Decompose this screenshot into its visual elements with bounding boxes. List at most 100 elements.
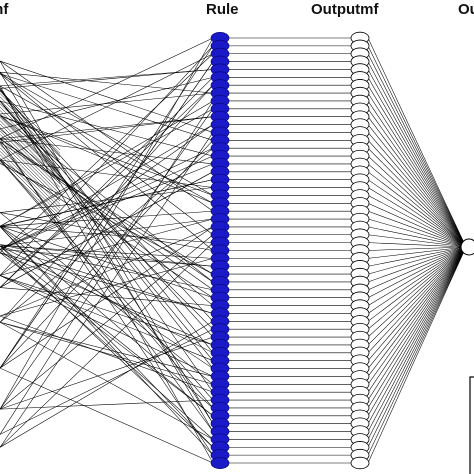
outputmf-output-line-0 bbox=[367, 37, 467, 248]
outputmf-output-line-3 bbox=[367, 61, 467, 248]
inputmf-rule-line-113 bbox=[0, 100, 61, 161]
outputmf-output-line-23 bbox=[367, 218, 467, 248]
inputmf-rule-line-123 bbox=[0, 134, 61, 195]
inputmf-rule-line-46 bbox=[0, 218, 214, 276]
inputmf-layer-label: mf bbox=[0, 1, 9, 18]
outputmf-output-line-12 bbox=[367, 132, 467, 248]
outputmf-output-line-2 bbox=[367, 53, 467, 248]
outputmf-output-line-46 bbox=[367, 246, 467, 401]
inputmf-rule-line-51 bbox=[0, 71, 214, 235]
inputmf-rule-line-63 bbox=[0, 115, 214, 283]
inputmf-rule-line-26 bbox=[0, 73, 214, 141]
outputmf-output-line-6 bbox=[367, 85, 467, 248]
outputmf-output-line-38 bbox=[367, 246, 467, 338]
outputmf-output-line-13 bbox=[367, 140, 467, 248]
outputmf-output-line-1 bbox=[367, 45, 467, 248]
inputmf-connections bbox=[0, 37, 214, 464]
inputmf-rule-line-129 bbox=[0, 154, 61, 215]
inputmf-rule-line-9 bbox=[0, 69, 214, 87]
inputmf-rule-line-49 bbox=[0, 226, 214, 317]
inputmf-rule-line-92 bbox=[0, 399, 214, 410]
inputmf-rule-line-25 bbox=[0, 60, 214, 133]
inputmf-rule-line-86 bbox=[0, 321, 214, 377]
inputmf-rule-line-124 bbox=[0, 137, 61, 198]
inputmf-rule-line-117 bbox=[0, 113, 61, 174]
inputmf-rule-line-60 bbox=[0, 142, 214, 275]
inputmf-rule-line-80 bbox=[0, 88, 214, 353]
outputmf-output-line-48 bbox=[367, 246, 467, 416]
inputmf-rule-line-13 bbox=[0, 85, 214, 288]
inputmf-rule-line-130 bbox=[0, 157, 61, 219]
outputmf-output-line-31 bbox=[367, 246, 467, 283]
inputmf-rule-line-38 bbox=[0, 187, 214, 213]
inputmf-rule-line-10 bbox=[0, 77, 214, 288]
inputmf-rule-line-102 bbox=[0, 321, 214, 440]
outputmf-output-line-10 bbox=[367, 116, 467, 248]
inputmf-rule-line-15 bbox=[0, 71, 214, 94]
outputmf-output-line-49 bbox=[367, 246, 467, 424]
inputmf-rule-line-98 bbox=[0, 60, 214, 424]
inputmf-rule-line-109 bbox=[0, 85, 214, 464]
outputmf-output-line-32 bbox=[367, 246, 467, 291]
inputmf-rule-line-0 bbox=[0, 37, 214, 139]
rule-layer-label: Rule bbox=[206, 1, 239, 18]
inputmf-rule-line-42 bbox=[0, 85, 214, 204]
outputmf-output-line-30 bbox=[367, 246, 467, 275]
outputmf-output-line-11 bbox=[367, 124, 467, 248]
outputmf-output-line-19 bbox=[367, 187, 467, 248]
inputmf-rule-line-43 bbox=[0, 115, 214, 204]
legend-box bbox=[469, 376, 474, 474]
inputmf-rule-line-37 bbox=[0, 179, 214, 227]
outputmf-output-line-43 bbox=[367, 246, 467, 377]
inputmf-rule-line-128 bbox=[0, 151, 61, 212]
inputmf-rule-line-8 bbox=[0, 69, 214, 89]
inputmf-rule-line-41 bbox=[0, 73, 214, 196]
outputmf-output-line-53 bbox=[367, 246, 467, 456]
rule-nodes bbox=[210, 32, 230, 469]
outputmf-output-line-5 bbox=[367, 77, 467, 248]
inputmf-rule-line-125 bbox=[0, 140, 61, 202]
outputmf-output-line-28 bbox=[367, 246, 467, 259]
outputmf-output-line-26 bbox=[367, 242, 467, 248]
inputmf-rule-line-77 bbox=[0, 100, 214, 338]
inputmf-rule-line-12 bbox=[0, 85, 214, 323]
inputmf-rule-line-84 bbox=[0, 100, 214, 369]
inputmf-rule-line-104 bbox=[0, 245, 214, 448]
inputmf-rule-line-99 bbox=[0, 88, 214, 424]
outputmf-output-line-45 bbox=[367, 246, 467, 393]
outputmf-output-line-21 bbox=[367, 203, 467, 248]
inputmf-rule-line-11 bbox=[0, 77, 214, 130]
inputmf-rule-line-16 bbox=[0, 100, 214, 227]
inputmf-rule-line-24 bbox=[0, 132, 214, 448]
inputmf-rule-line-110 bbox=[0, 89, 61, 151]
output-node bbox=[460, 238, 474, 256]
inputmf-rule-line-108 bbox=[0, 367, 214, 464]
outputmf-output-line-47 bbox=[367, 246, 467, 409]
inputmf-rule-line-3 bbox=[0, 45, 214, 369]
inputmf-rule-line-81 bbox=[0, 245, 214, 354]
inputmf-rule-line-103 bbox=[0, 249, 214, 440]
outputmf-output-line-39 bbox=[367, 246, 467, 346]
outputmf-output-line-22 bbox=[367, 210, 467, 248]
outputmf-output-line-33 bbox=[367, 246, 467, 298]
outputmf-node bbox=[350, 456, 370, 470]
outputmf-output-line-8 bbox=[367, 100, 467, 248]
rule-outputmf-connections bbox=[220, 37, 360, 464]
inputmf-rule-line-131 bbox=[0, 161, 61, 222]
outputmf-output-line-29 bbox=[367, 246, 467, 267]
inputmf-rule-line-88 bbox=[0, 212, 214, 385]
inputmf-rule-line-120 bbox=[0, 123, 61, 185]
inputmf-rule-line-17 bbox=[0, 100, 214, 435]
inputmf-rule-line-50 bbox=[0, 234, 214, 410]
outputmf-nodes bbox=[350, 31, 370, 470]
outputmf-output-line-40 bbox=[367, 246, 467, 354]
outputmf-output-line-20 bbox=[367, 195, 467, 248]
inputmf-rule-line-71 bbox=[0, 252, 214, 314]
outputmf-output-line-37 bbox=[367, 246, 467, 330]
inputmf-rule-line-54 bbox=[0, 212, 214, 251]
inputmf-rule-line-119 bbox=[0, 120, 61, 181]
inputmf-rule-line-45 bbox=[0, 60, 214, 212]
inputmf-rule-line-19 bbox=[0, 108, 214, 410]
inputmf-rule-line-18 bbox=[0, 108, 214, 227]
